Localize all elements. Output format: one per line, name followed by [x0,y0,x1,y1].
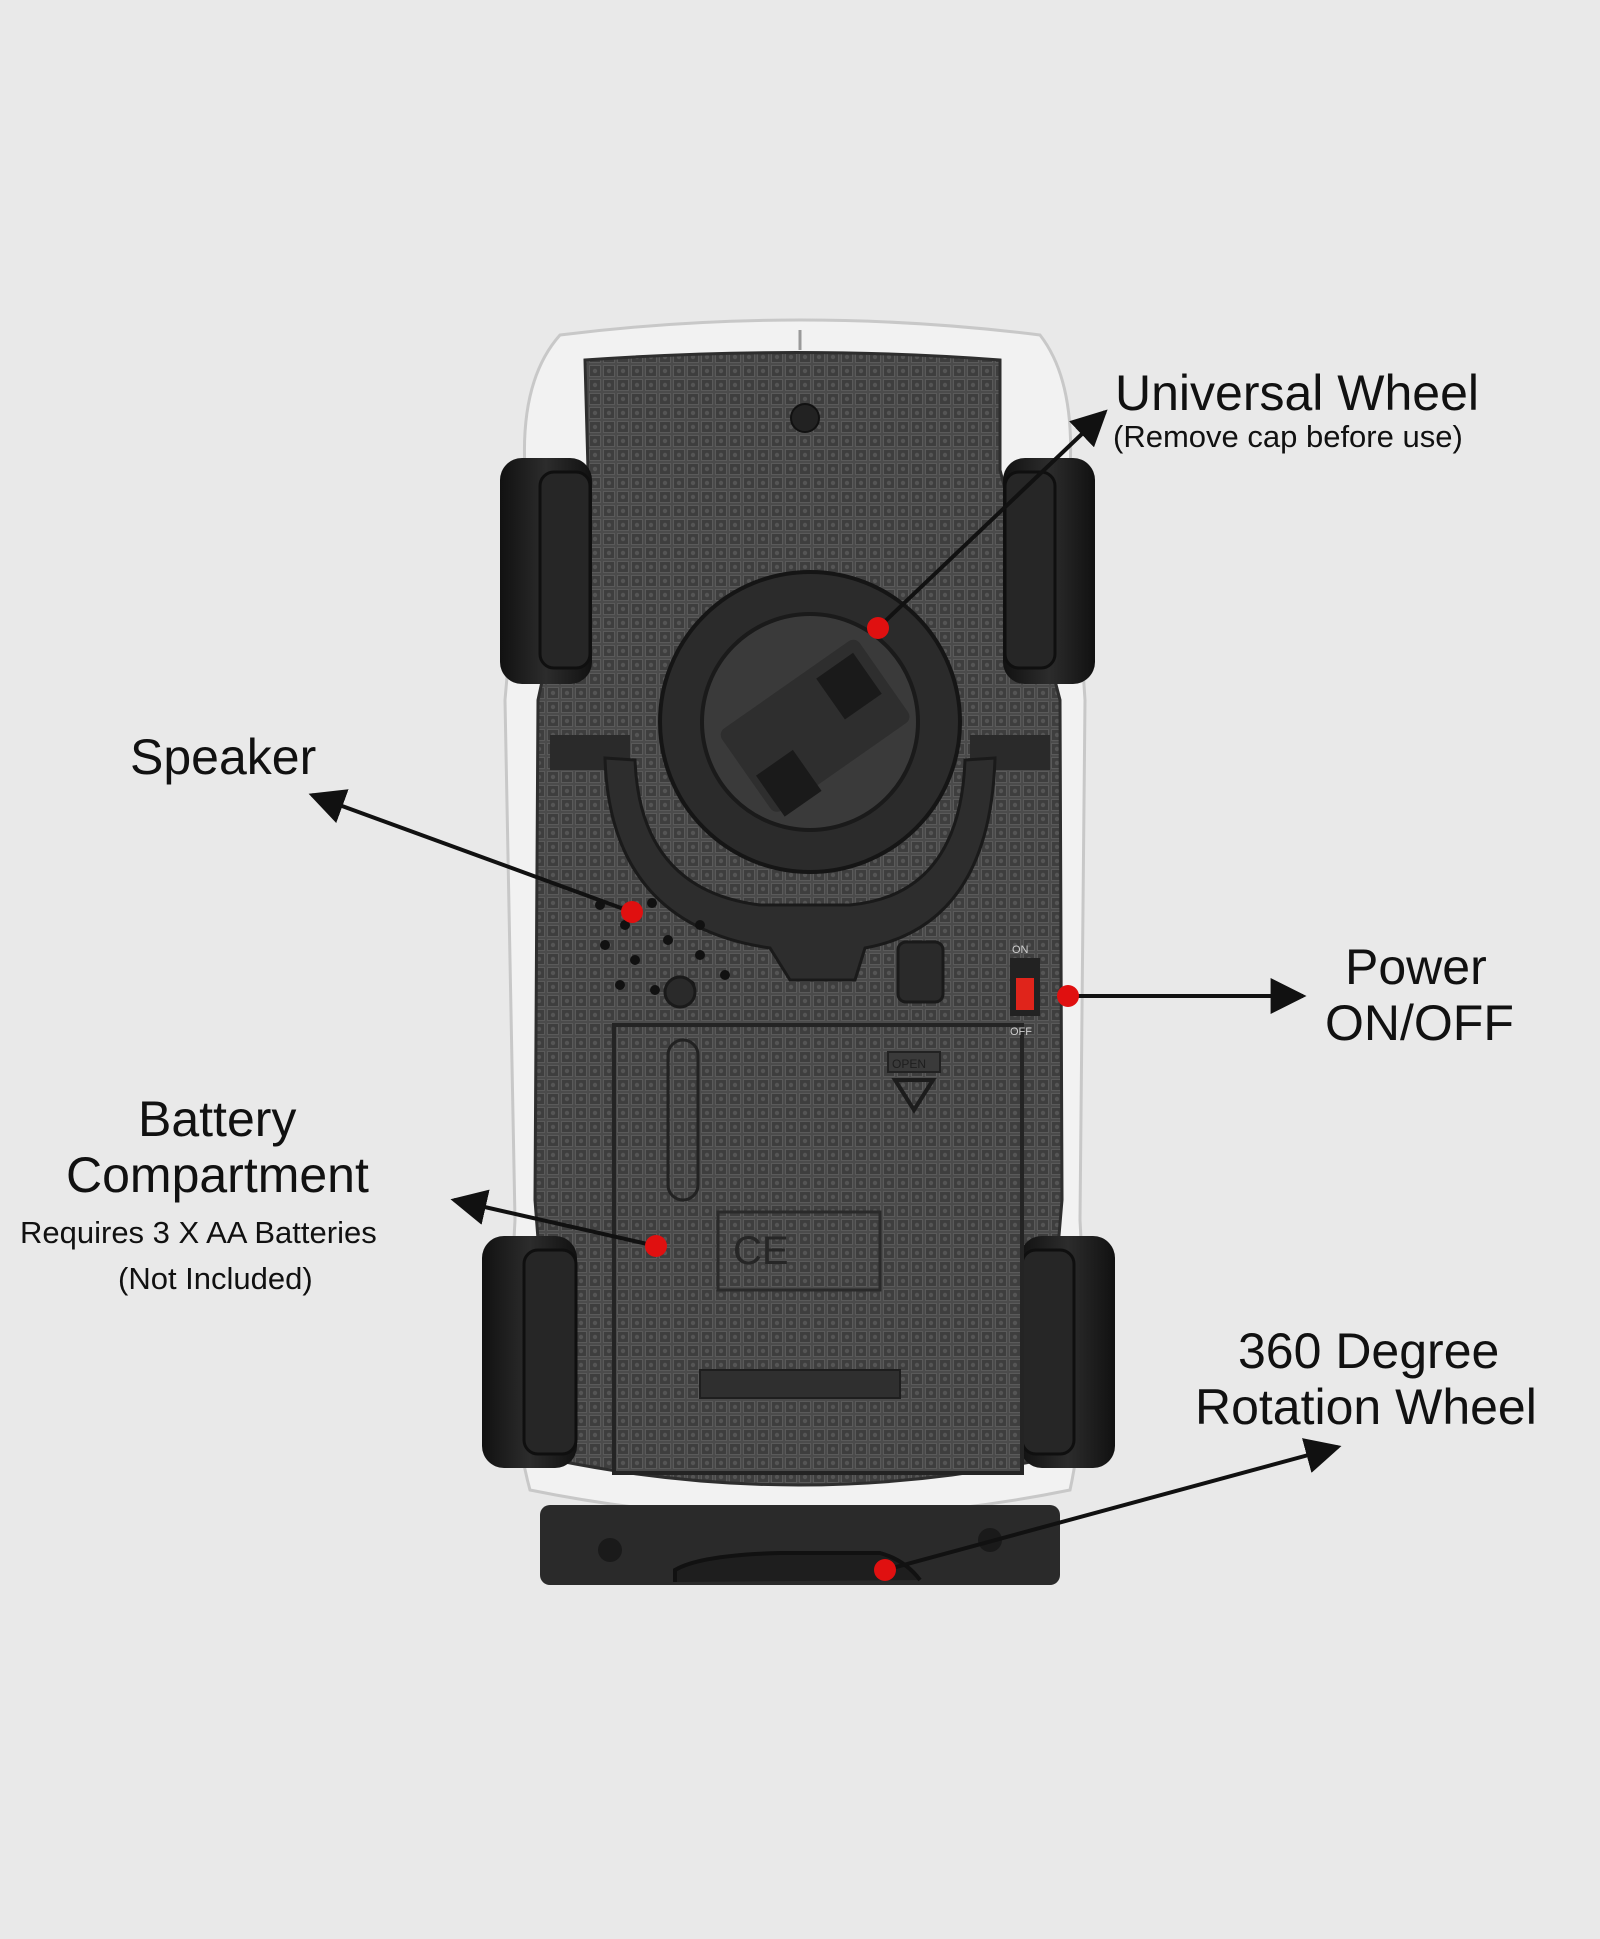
universal-wheel-note: (Remove cap before use) [1113,419,1463,454]
rear-left-wheel [482,1236,578,1468]
rotation-wheel-marker [874,1559,896,1581]
universal-wheel-marker [867,617,889,639]
power-label-line2: ON/OFF [1325,995,1514,1051]
speaker-arrow [308,789,633,914]
rotation-wheel-line2: Rotation Wheel [1195,1379,1537,1435]
rotation-wheel-line1: 360 Degree [1238,1323,1500,1379]
power-label-line1: Power [1345,939,1487,995]
cover-open-text: OPEN [892,1057,926,1071]
universal-wheel-title: Universal Wheel [1115,365,1480,421]
rotation-wheel-arrow [884,1438,1342,1572]
battery-label-line1: Battery [138,1091,297,1147]
rotation-wheel [540,1505,1060,1585]
battery-note-line2: (Not Included) [118,1261,313,1296]
switch-on-text: ON [1012,944,1029,956]
speaker-marker [621,901,643,923]
ce-mark-text: CE [733,1229,789,1273]
universal-wheel-cap [658,570,962,874]
battery-note-line1: Requires 3 X AA Batteries [20,1215,377,1250]
battery-label-line2: Compartment [66,1147,369,1203]
universal-wheel-arrow [876,409,1108,630]
battery-cover [612,975,1024,1475]
front-left-wheel [500,458,592,684]
battery-marker [645,1235,667,1257]
speaker-title: Speaker [130,729,317,785]
battery-arrow [450,1189,657,1248]
switch-off-text: OFF [1010,1026,1032,1038]
power-marker [1057,985,1079,1007]
rear-right-wheel [1020,1236,1115,1468]
front-right-wheel [1003,458,1095,684]
power-switch [896,940,1040,1016]
mounting-hole [790,403,820,433]
